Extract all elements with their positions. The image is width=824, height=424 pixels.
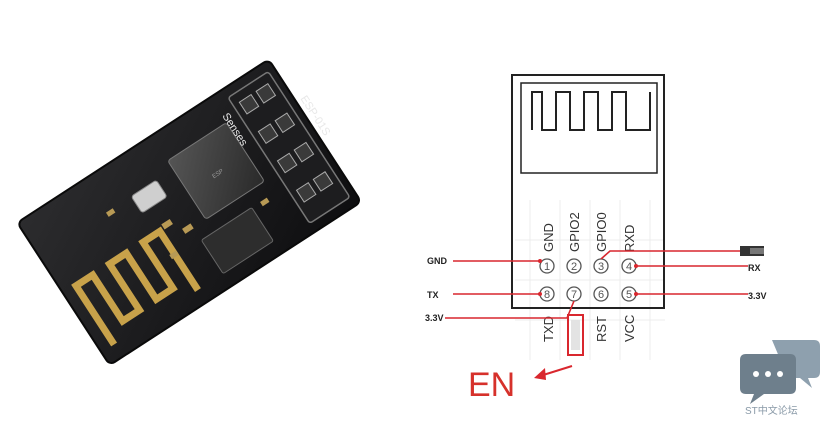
flash-chip <box>201 207 274 274</box>
pin-label-rst: RST <box>594 316 609 342</box>
pin-circles-bottom: 8 7 6 5 <box>539 286 637 302</box>
pin-label-gpio2: GPIO2 <box>567 212 582 252</box>
antenna-area <box>520 82 658 174</box>
wire-3v3-left <box>445 300 575 319</box>
pin-circles-top: 1 2 3 4 <box>539 258 637 274</box>
wire-label-3v3-left: 3.3V <box>425 313 444 323</box>
pin-num-7: 7 <box>571 289 577 301</box>
pin-label-rxd: RXD <box>622 225 637 252</box>
module-outline <box>511 74 665 309</box>
watermark-text: ST中文论坛 <box>745 406 798 417</box>
pin-num-8: 8 <box>544 289 550 301</box>
chat-bubble-icon <box>740 340 820 404</box>
pin-num-4: 4 <box>626 261 632 273</box>
wire-label-3v3-right: 3.3V <box>748 291 767 301</box>
wire-label-rx: RX <box>748 263 761 273</box>
esp01s-module-photo: ESP Senses ESP-01S <box>18 60 360 364</box>
wire-label-gnd: GND <box>427 256 448 266</box>
pcb-antenna-trace <box>71 226 201 347</box>
pin-label-gnd: GND <box>541 223 556 252</box>
background-grid <box>515 200 665 360</box>
pin-num-2: 2 <box>571 261 577 273</box>
pin-num-5: 5 <box>626 289 632 301</box>
pin-label-vcc: VCC <box>622 315 637 342</box>
en-arrow-head <box>534 368 546 380</box>
pin-num-3: 3 <box>598 261 604 273</box>
en-label: EN <box>468 366 515 404</box>
wire-label-tx: TX <box>427 290 439 300</box>
wire-gpio0 <box>600 250 750 260</box>
pin-label-gpio0: GPIO0 <box>594 212 609 252</box>
esp-chip <box>168 123 264 219</box>
pin-num-1: 1 <box>544 261 550 273</box>
crystal <box>131 180 167 213</box>
en-pad-highlight <box>567 314 584 356</box>
antenna-meander <box>531 91 651 131</box>
pin-label-txd: TXD <box>541 316 556 342</box>
chip-marking: ESP <box>212 169 225 181</box>
pin-num-6: 6 <box>598 289 604 301</box>
